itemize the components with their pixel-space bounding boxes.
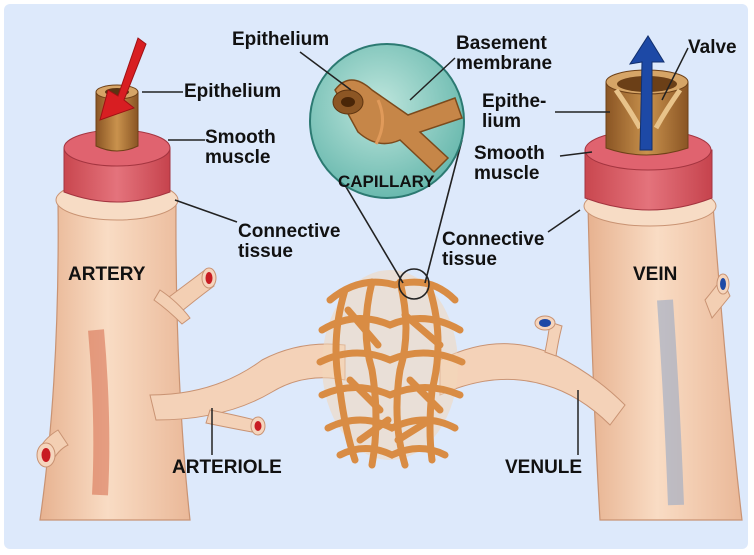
artery-smooth-muscle-line2: muscle — [205, 148, 276, 168]
basement-membrane-line2: membrane — [456, 54, 552, 74]
artery-flow-arrow — [100, 38, 146, 120]
artery-connective-line2: tissue — [238, 242, 340, 262]
vein-smooth-muscle-label: Smooth muscle — [474, 144, 545, 184]
basement-membrane-label: Basement membrane — [456, 34, 552, 74]
venule-label: VENULE — [505, 458, 582, 478]
vein-epithelium-label: Epithe- lium — [482, 92, 546, 132]
capillary-epithelium-label: Epithelium — [232, 30, 329, 50]
vein-connective-line1: Connective — [442, 230, 544, 250]
arteriole-label: ARTERIOLE — [172, 458, 282, 478]
capillary-bed — [320, 270, 462, 465]
capillary-label: CAPILLARY — [338, 172, 435, 192]
artery-connective-tissue-label: Connective tissue — [238, 222, 340, 262]
vein-connective-line2: tissue — [442, 250, 544, 270]
vein-epithelium-line2: lium — [482, 112, 546, 132]
artery-connective-line1: Connective — [238, 222, 340, 242]
artery-smooth-muscle-line1: Smooth — [205, 128, 276, 148]
artery-smooth-muscle-label: Smooth muscle — [205, 128, 276, 168]
artery-body — [40, 200, 190, 520]
vein-label: VEIN — [633, 265, 677, 285]
artery-label: ARTERY — [68, 265, 145, 285]
vein-smooth-muscle-line1: Smooth — [474, 144, 545, 164]
artery-epithelium-label: Epithelium — [184, 82, 281, 102]
basement-membrane-line1: Basement — [456, 34, 552, 54]
vein-smooth-muscle-line2: muscle — [474, 164, 545, 184]
vein-epithelium-line1: Epithe- — [482, 92, 546, 112]
valve-label: Valve — [688, 38, 737, 58]
vein-connective-tissue-label: Connective tissue — [442, 230, 544, 270]
